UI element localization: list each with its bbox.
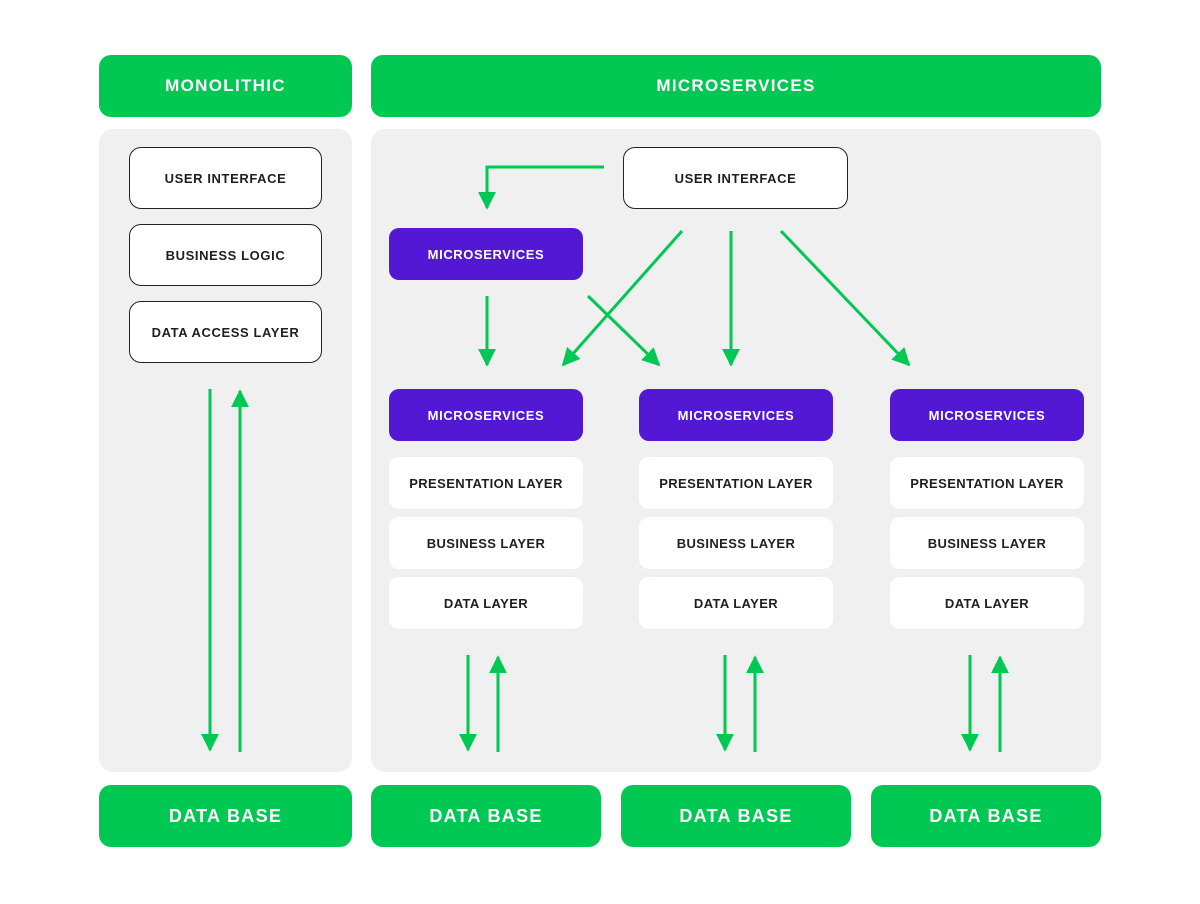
service-2-presentation-layer: PRESENTATION LAYER (639, 457, 833, 509)
service-3-business-layer: BUSINESS LAYER (890, 517, 1084, 569)
service-2-title: MICROSERVICES (639, 389, 833, 441)
ms-gateway: MICROSERVICES (389, 228, 583, 280)
service-2-business-layer: BUSINESS LAYER (639, 517, 833, 569)
service-1-presentation-layer: PRESENTATION LAYER (389, 457, 583, 509)
service-2-database: DATA BASE (621, 785, 851, 847)
mono-database: DATA BASE (99, 785, 352, 847)
service-1-data-layer: DATA LAYER (389, 577, 583, 629)
service-1-business-layer: BUSINESS LAYER (389, 517, 583, 569)
microservices-header: MICROSERVICES (371, 55, 1101, 117)
mono-user-interface: USER INTERFACE (129, 147, 322, 209)
microservices-panel (371, 129, 1101, 772)
service-3-title: MICROSERVICES (890, 389, 1084, 441)
service-3-data-layer: DATA LAYER (890, 577, 1084, 629)
service-1-database: DATA BASE (371, 785, 601, 847)
service-2-data-layer: DATA LAYER (639, 577, 833, 629)
service-3-presentation-layer: PRESENTATION LAYER (890, 457, 1084, 509)
mono-business-logic: BUSINESS LOGIC (129, 224, 322, 286)
monolithic-header: MONOLITHIC (99, 55, 352, 117)
ms-user-interface: USER INTERFACE (623, 147, 848, 209)
service-3-database: DATA BASE (871, 785, 1101, 847)
mono-data-access-layer: DATA ACCESS LAYER (129, 301, 322, 363)
service-1-title: MICROSERVICES (389, 389, 583, 441)
